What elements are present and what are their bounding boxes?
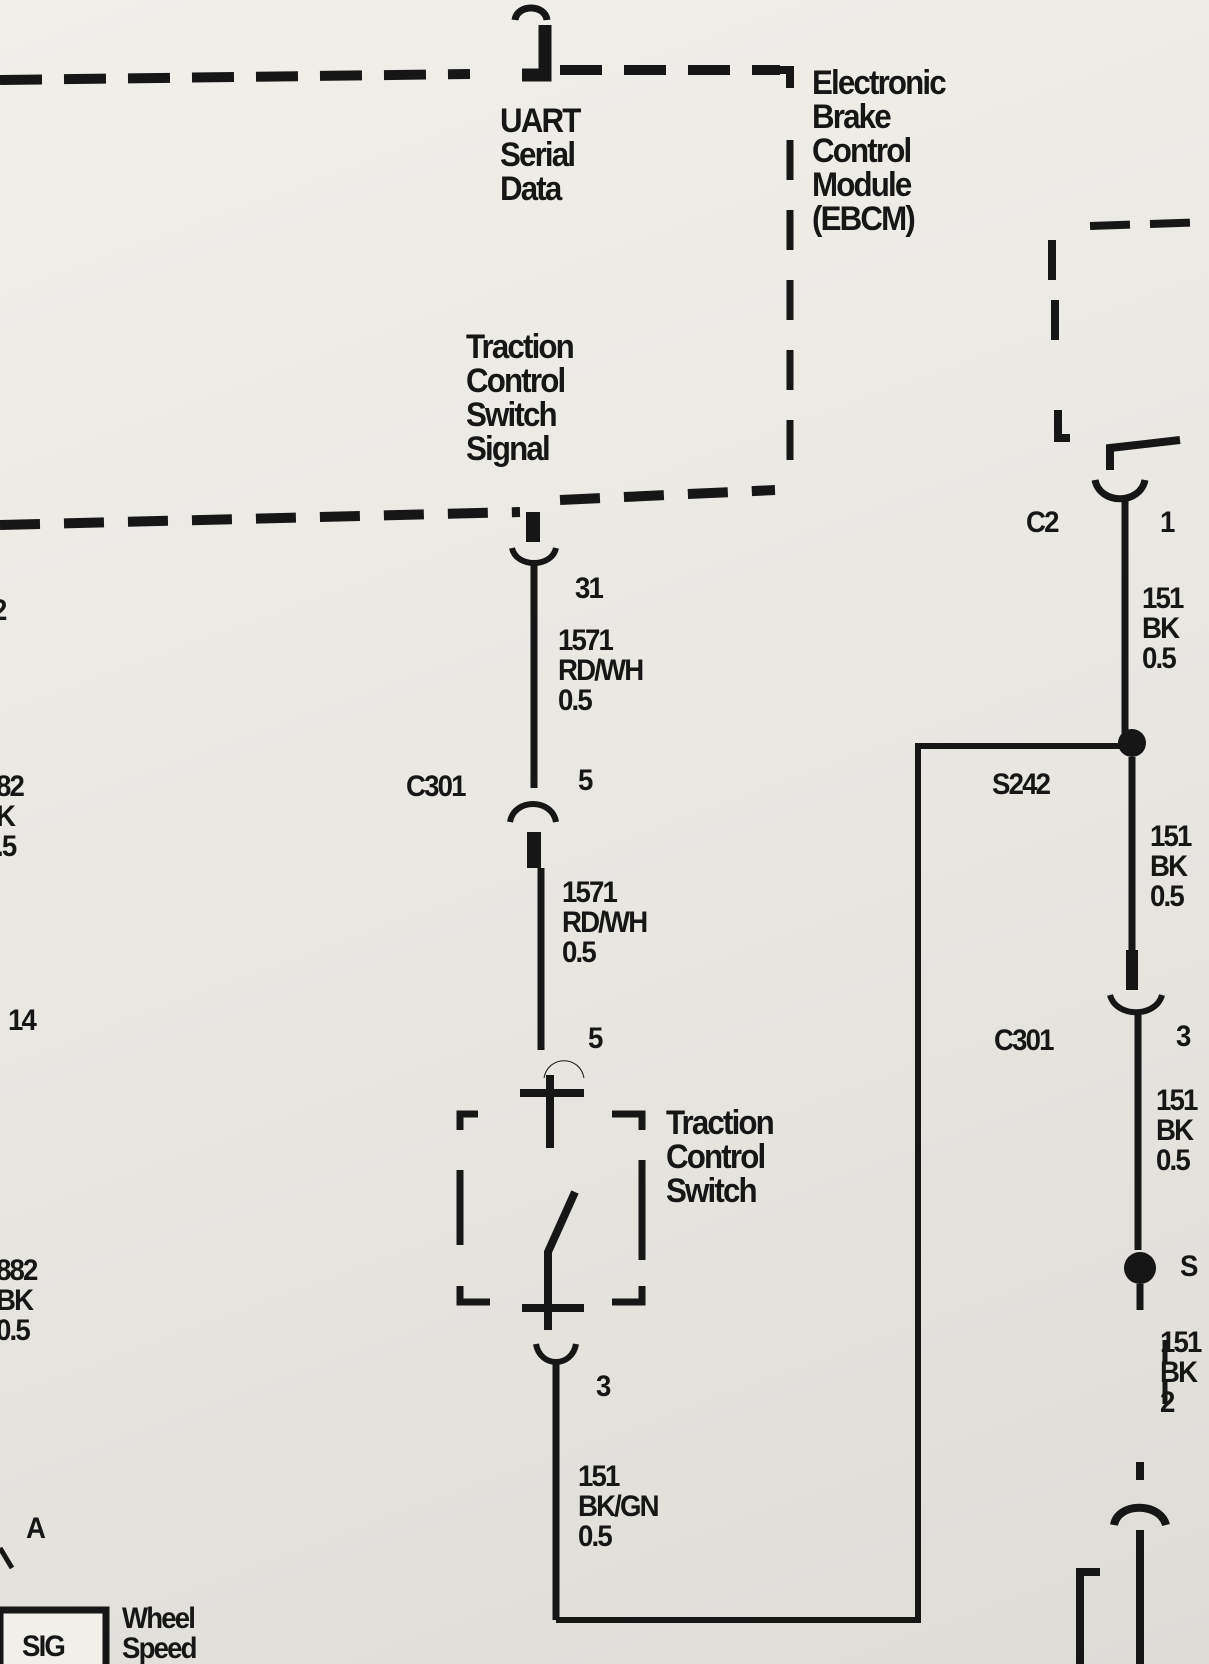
- c301-terminal-right: [1126, 950, 1138, 990]
- splice-s242: [1118, 729, 1146, 757]
- uart-serial-data-label: UART Serial Data: [500, 102, 581, 208]
- splice-right-lower-label: S: [1180, 1250, 1198, 1283]
- sig-box: [0, 1606, 110, 1664]
- wire-1571-mid-label: 1571 RD/WH 0.5: [562, 876, 648, 969]
- left-pin-14: 14: [8, 1004, 37, 1037]
- pin31-receptacle: [509, 546, 559, 566]
- ebcm-boundary-top: [0, 65, 780, 85]
- c301-right-pin-number: 3: [1176, 1020, 1191, 1053]
- c2-pin-number: 1: [1160, 506, 1175, 539]
- ebcm-boundary-bottom: [0, 485, 776, 530]
- ebcm-module-label: Electronic Brake Control Module (EBCM): [812, 64, 947, 238]
- splice-s242-label: S242: [992, 768, 1051, 801]
- left-mark-top: 2: [0, 596, 7, 626]
- c301-receptacle-center: [507, 801, 559, 823]
- wheel-speed-label: Wheel Speed: [122, 1602, 197, 1664]
- c301-right-connector-label: C301: [994, 1024, 1054, 1057]
- switch-receptacle-top: [543, 1060, 585, 1079]
- c301-receptacle-right: [1107, 993, 1165, 1016]
- switch-receptacle-bottom: [533, 1343, 579, 1365]
- left-wire-a-label: 82 K .5: [0, 770, 25, 863]
- ebcm-boundary-corner: [760, 66, 794, 88]
- ground-loop: [556, 743, 1132, 1623]
- uart-connector: [511, 4, 551, 22]
- left-pin-a: A: [26, 1512, 46, 1545]
- c301-pin-number: 5: [578, 764, 593, 797]
- c2-terminal: [1106, 436, 1181, 470]
- switch-top-pin-number: 5: [588, 1022, 603, 1055]
- switch-top-stub: [520, 1075, 584, 1148]
- pin31-terminal: [526, 512, 540, 542]
- traction-control-signal-label: Traction Control Switch Signal: [466, 328, 575, 468]
- sig-box-label: SIG: [22, 1630, 66, 1663]
- left-wire-b-label: 882 BK 0.5: [0, 1254, 38, 1347]
- left-arrow-fragment: [0, 1546, 15, 1570]
- wire-151-right-bottom-label: 151 BK 2: [1160, 1326, 1202, 1419]
- wire-1571-top-label: 1571 RD/WH 0.5: [558, 624, 644, 717]
- uart-wire: [522, 25, 552, 82]
- c2-connector-label: C2: [1026, 506, 1059, 539]
- wire-151-right-lower-label: 151 BK 0.5: [1156, 1084, 1198, 1177]
- switch-bottom-pin-number: 3: [596, 1370, 611, 1403]
- wire-151-right-mid-label: 151 BK 0.5: [1150, 820, 1192, 913]
- right-bottom-connector: [1076, 1462, 1170, 1664]
- right-module-boundary: [1048, 218, 1209, 442]
- switch-box-dashed: [456, 1110, 646, 1306]
- c2-receptacle: [1091, 478, 1149, 503]
- splice-right-lower: [1124, 1252, 1156, 1284]
- wire-151-right-top-label: 151 BK 0.5: [1142, 582, 1184, 675]
- c301-terminal-center: [527, 832, 541, 868]
- c301-connector-label: C301: [406, 770, 466, 803]
- ebcm-pin-number: 31: [575, 572, 604, 605]
- wire-151-bottom-label: 151 BK/GN 0.5: [578, 1460, 660, 1553]
- traction-control-switch-label: Traction Control Switch: [666, 1104, 775, 1210]
